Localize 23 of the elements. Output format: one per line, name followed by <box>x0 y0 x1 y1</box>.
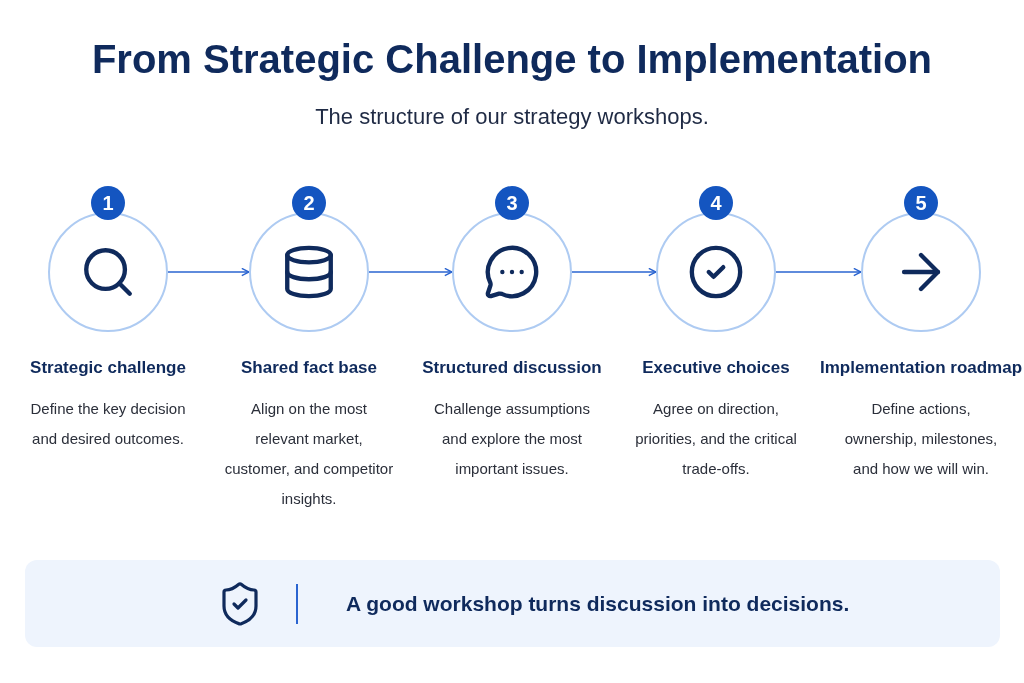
subtitle: The structure of our strategy workshops. <box>315 103 709 131</box>
step-heading: Shared fact base <box>240 357 378 379</box>
step-number-badge: 3 <box>495 186 529 220</box>
step-heading: Implementation roadmap <box>819 357 1023 379</box>
step-heading: Structured discussion <box>422 357 602 379</box>
step-description: Align on the most relevant market, customer, and competitor insights. <box>224 399 394 509</box>
step-number-badge: 5 <box>904 186 938 220</box>
summary-banner <box>25 560 1000 647</box>
arrow <box>368 267 453 277</box>
step-number-badge: 2 <box>292 186 326 220</box>
step-number-badge: 4 <box>699 186 733 220</box>
step-description: Define actions, ownership, milestones, and how we will win. <box>843 399 999 479</box>
step-description: Agree on direction, priorities, and the critical trade-offs. <box>634 399 798 479</box>
summary-text: A good workshop turns discussion into decisions. <box>346 590 850 617</box>
step-description: Define the key decision and desired outcomes. <box>29 399 187 449</box>
title: From Strategic Challenge to Implementation <box>91 36 933 83</box>
step-number-badge: 1 <box>91 186 125 220</box>
step-heading: Executive choices <box>642 357 790 379</box>
arrow <box>167 267 250 277</box>
step-heading: Strategic challenge <box>30 357 186 379</box>
arrow <box>571 267 657 277</box>
step-description: Challenge assumptions and explore the most important issues. <box>433 399 591 479</box>
arrow <box>775 267 862 277</box>
